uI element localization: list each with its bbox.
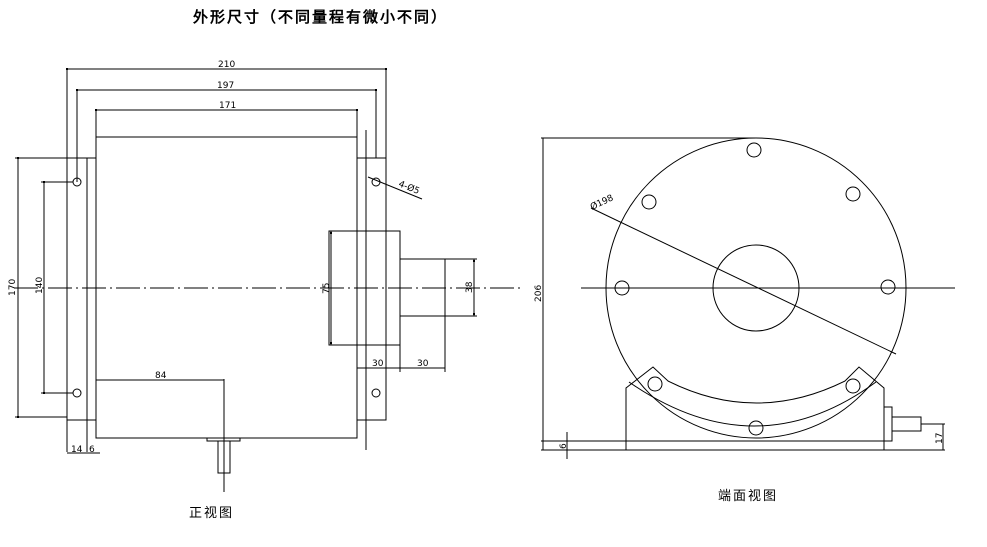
dim-pcd: Ø198 <box>589 192 616 212</box>
dim-shaft-diameter: 38 <box>465 281 475 293</box>
bolt-hole-right <box>880 279 896 295</box>
dim-flange-gap: 6 <box>89 445 95 455</box>
dim-height-overall: 170 <box>8 279 18 296</box>
base-bracket <box>625 366 885 450</box>
dim-hole-spacing: 140 <box>35 277 45 294</box>
dim-flange-thickness: 14 <box>71 445 83 455</box>
end-view: Ø198 17 206 6 端面视图 <box>534 137 955 504</box>
bolt-hole-lower-right <box>845 378 861 394</box>
dim-overall-height: 206 <box>534 285 544 302</box>
base-bracket-arc <box>628 381 877 427</box>
dim-flange-span: 197 <box>217 81 234 91</box>
end-view-caption: 端面视图 <box>718 489 778 504</box>
dim-hub-length: 30 <box>372 359 384 369</box>
bolt-hole-upper-right <box>845 186 861 202</box>
bolt-hole-bottom <box>748 420 764 436</box>
mount-hole-bottom-right <box>371 388 381 398</box>
side-connector-body <box>883 406 893 442</box>
mount-hole-bottom-left <box>72 388 82 398</box>
bolt-hole-upper-left <box>641 194 657 210</box>
dim-connector-offset: 84 <box>155 371 167 381</box>
side-connector-pin <box>891 416 922 432</box>
drawing-title: 外形尺寸（不同量程有微小不同） <box>192 8 448 26</box>
dim-overall-width: 210 <box>218 60 235 70</box>
left-flange <box>66 157 88 421</box>
hole-callout-leader <box>367 176 423 200</box>
front-view: 210 197 171 170 140 4-Ø5 75 38 30 30 <box>8 60 520 521</box>
front-view-caption: 正视图 <box>189 506 234 521</box>
right-flange <box>356 157 387 421</box>
bolt-hole-top <box>746 142 762 158</box>
dim-connector-height: 17 <box>935 433 945 444</box>
dim-hub-diameter: 75 <box>322 283 332 294</box>
dim-body-width: 171 <box>219 101 236 111</box>
dim-shaft-length: 30 <box>417 359 429 369</box>
bolt-hole-lower-left <box>647 376 663 392</box>
dim-base-thickness: 6 <box>559 443 569 449</box>
pcd-leader <box>590 207 897 355</box>
